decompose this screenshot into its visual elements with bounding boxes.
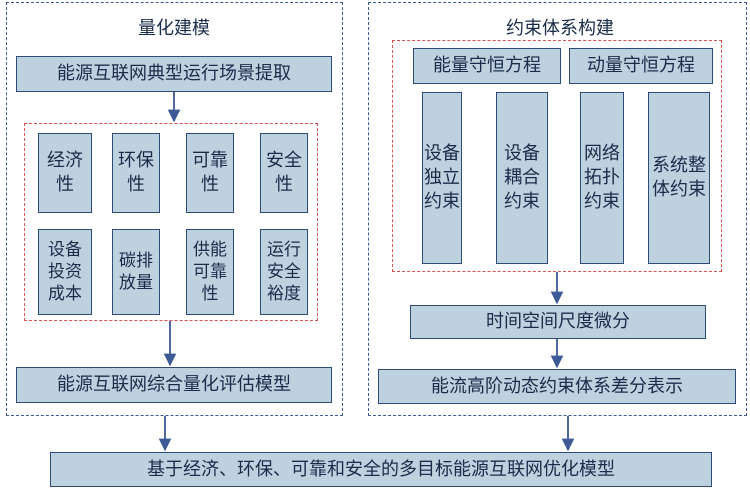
indicator-environmental: 环保性 [112, 133, 160, 213]
left-panel-quantitative-modeling [6, 2, 343, 416]
constraint-device-coupling: 设备耦合约束 [496, 92, 548, 264]
right-panel-title: 约束体系构建 [506, 18, 614, 39]
scenario-extraction-box: 能源互联网典型运行场景提取 [16, 56, 332, 92]
indicator-economic: 经济性 [38, 133, 92, 213]
multi-objective-optimization-model-box: 基于经济、环保、可靠和安全的多目标能源互联网优化模型 [50, 452, 712, 487]
time-space-discretization-box: 时间空间尺度微分 [410, 305, 706, 339]
indicator-subpanel [24, 123, 318, 321]
indicator-supply-reliability: 供能可靠性 [186, 229, 234, 315]
momentum-conservation-box: 动量守恒方程 [569, 48, 713, 84]
indicator-operational-safety-margin: 运行安全裕度 [260, 229, 308, 315]
indicator-equipment-investment: 设备投资成本 [38, 229, 92, 315]
indicator-carbon-emission: 碳排放量 [112, 229, 160, 315]
energy-conservation-box: 能量守恒方程 [413, 48, 561, 84]
constraint-system-overall: 系统整体约束 [648, 92, 710, 264]
indicator-safety: 安全性 [260, 133, 308, 213]
constraint-network-topology: 网络拓扑约束 [580, 92, 624, 264]
comprehensive-evaluation-model-box: 能源互联网综合量化评估模型 [16, 367, 332, 403]
left-panel-title: 量化建模 [138, 18, 210, 39]
constraint-subpanel [392, 40, 722, 272]
constraint-device-independent: 设备独立约束 [422, 92, 462, 264]
difference-representation-box: 能流高阶动态约束体系差分表示 [378, 369, 736, 404]
right-panel-constraint-system [368, 2, 747, 416]
indicator-reliability: 可靠性 [186, 133, 234, 213]
